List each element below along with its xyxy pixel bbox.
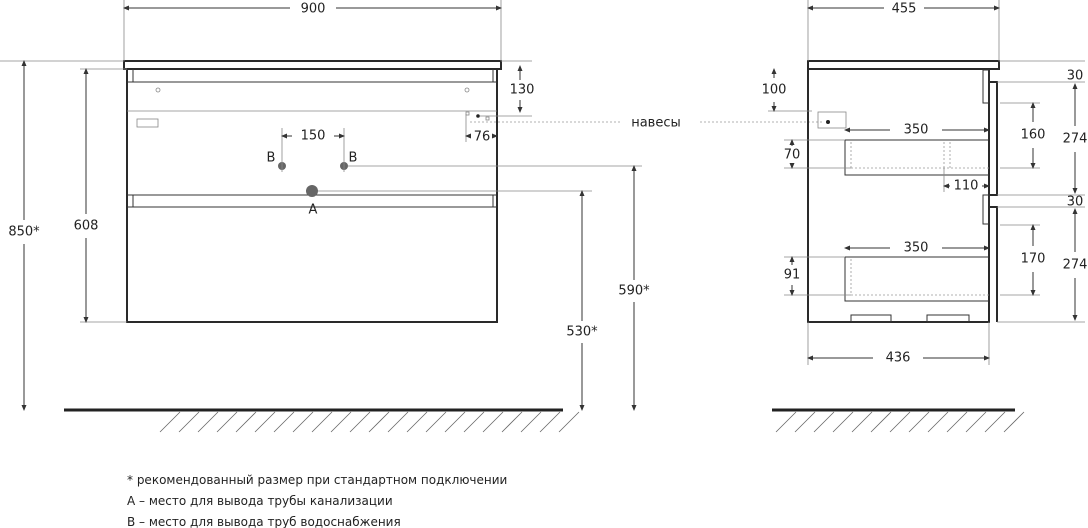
floor-hatch xyxy=(463,411,485,433)
dim-width-900: 900 xyxy=(301,2,326,17)
dim-150: 150 xyxy=(301,129,326,144)
dim-350-upper: 350 xyxy=(904,123,929,138)
floor-hatch xyxy=(851,411,873,433)
floor-hatch xyxy=(539,411,561,433)
floor-hatch xyxy=(406,411,428,433)
floor-hatch xyxy=(178,411,200,433)
dim-160: 160 xyxy=(1021,128,1046,143)
front-view: B B A 900 850* 608 130 76 150 590* 530* xyxy=(0,0,650,433)
floor-hatch xyxy=(946,411,968,433)
floor-hatch xyxy=(832,411,854,433)
floor-hatch xyxy=(387,411,409,433)
floor-hatch xyxy=(813,411,835,433)
hinges-label: навесы xyxy=(631,116,681,131)
floor-hatch xyxy=(235,411,257,433)
floor-hatch xyxy=(368,411,390,433)
dim-total-height: 850* xyxy=(8,225,40,240)
dim-76: 76 xyxy=(474,130,491,145)
floor-hatch xyxy=(984,411,1006,433)
dim-100: 100 xyxy=(762,83,787,98)
label-b-left: B xyxy=(267,151,276,166)
note-a-drain: A – место для вывода трубы канализации xyxy=(127,494,393,508)
side-view: 455 436 100 70 91 350 350 110 160 170 xyxy=(762,0,1088,433)
dim-274-top: 274 xyxy=(1063,132,1088,147)
lower-drawer-box xyxy=(844,256,989,302)
label-a: A xyxy=(309,203,318,218)
floor-hatch xyxy=(965,411,987,433)
floor-hatch xyxy=(889,411,911,433)
dim-530: 530* xyxy=(566,325,598,340)
floor-hatch xyxy=(794,411,816,433)
dim-30-top: 30 xyxy=(1067,69,1084,84)
hinge-mount xyxy=(136,118,159,128)
floor-hatch xyxy=(444,411,466,433)
dim-350-lower: 350 xyxy=(904,241,929,256)
dim-110: 110 xyxy=(954,179,979,194)
floor-hatch xyxy=(216,411,238,433)
drain-outlet-a xyxy=(306,185,318,197)
dim-130: 130 xyxy=(510,83,535,98)
drawer-fronts xyxy=(990,81,998,322)
floor-hatch xyxy=(197,411,219,433)
dim-436: 436 xyxy=(886,351,911,366)
floor-hatch xyxy=(273,411,295,433)
floor-hatch xyxy=(870,411,892,433)
dim-274-bottom: 274 xyxy=(1063,258,1088,273)
dim-30-mid: 30 xyxy=(1067,195,1084,210)
floor-hatch xyxy=(330,411,352,433)
floor-hatch xyxy=(482,411,504,433)
side-countertop xyxy=(807,60,1000,70)
floor-hatch xyxy=(159,411,181,433)
side-body xyxy=(807,68,990,323)
dim-170: 170 xyxy=(1021,252,1046,267)
floor-hatch xyxy=(927,411,949,433)
floor-hatch xyxy=(254,411,276,433)
floor-hatch xyxy=(908,411,930,433)
dim-70: 70 xyxy=(784,148,801,163)
floor-hatch xyxy=(311,411,333,433)
floor-hatch xyxy=(520,411,542,433)
countertop xyxy=(123,60,502,70)
floor-hatch xyxy=(349,411,371,433)
floor-hatch xyxy=(292,411,314,433)
dim-455: 455 xyxy=(892,2,917,17)
floor-hatch xyxy=(1003,411,1025,433)
dim-cabinet-height: 608 xyxy=(74,219,99,234)
floor-hatch xyxy=(425,411,447,433)
floor-hatch xyxy=(775,411,797,433)
dim-91: 91 xyxy=(784,268,801,283)
label-b-right: B xyxy=(349,151,358,166)
floor-hatch xyxy=(501,411,523,433)
upper-drawer-box xyxy=(844,139,989,176)
note-recommended: * рекомендованный размер при стандартном… xyxy=(127,473,507,487)
floor-hatch xyxy=(558,411,580,433)
dim-590: 590* xyxy=(618,284,650,299)
note-b-water: B – место для вывода труб водоснабжения xyxy=(127,515,401,528)
